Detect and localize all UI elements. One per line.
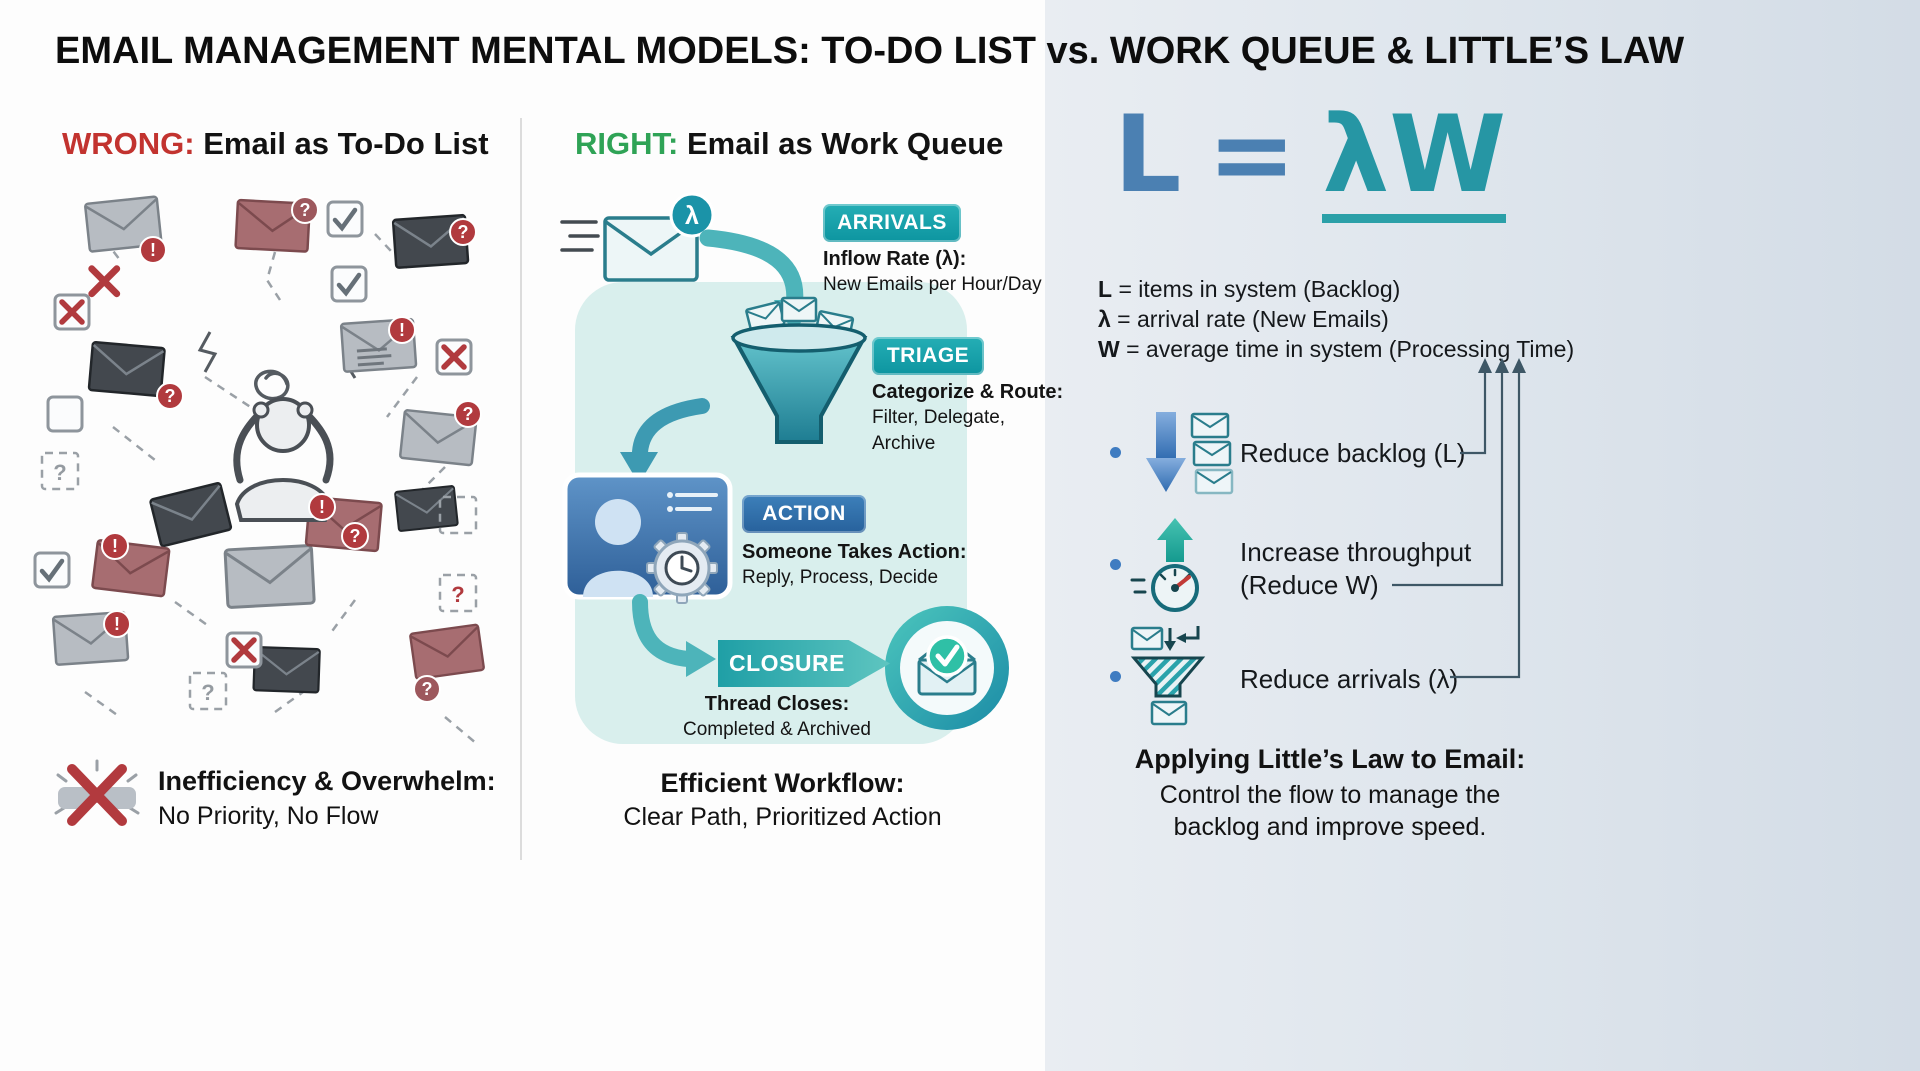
wrong-label: WRONG:	[62, 126, 195, 161]
reduce-backlog-icon	[1146, 412, 1234, 495]
littles-law-panel-background	[1045, 0, 1920, 1071]
zigzag-marks	[197, 331, 362, 379]
closure-text: Thread Closes: Completed & Archived	[683, 693, 871, 740]
chaos-illustration: ? ? ? ! ! ! ! !	[33, 195, 486, 745]
svg-text:?: ?	[53, 460, 66, 485]
definition-W: W = average time in system (Processing T…	[1098, 336, 1575, 362]
lambda-badge-icon	[669, 192, 715, 238]
checkbox-rejected-icon	[225, 631, 263, 669]
law-footer-line2: backlog and improve speed.	[1173, 813, 1487, 841]
law-footer-bold: Applying Little’s Law to Email:	[1134, 744, 1526, 774]
checkbox-checked-icon	[330, 265, 368, 303]
gear-clock-icon	[646, 532, 718, 604]
law-footer-line1: Control the flow to manage the	[1159, 781, 1501, 809]
lever-reduce-backlog: Reduce backlog (L)	[1240, 438, 1466, 468]
svg-text:!: !	[150, 240, 156, 260]
feedback-arrows-icon	[1392, 358, 1526, 679]
dashed-box-question-icon: ?	[40, 451, 80, 491]
triage-funnel-icon	[730, 296, 868, 444]
formula-L: L	[1113, 93, 1182, 216]
law-definitions: L = items in system (Backlog) λ = arriva…	[1098, 274, 1574, 364]
action-text: Someone Takes Action: Reply, Process, De…	[742, 541, 967, 588]
wrong-heading: WRONG: Email as To-Do List	[62, 126, 489, 162]
envelope-icon	[148, 481, 233, 548]
checkbox-checked-icon	[326, 200, 364, 238]
dashed-box-question-icon: ?	[438, 573, 478, 613]
incoming-email-icon: λ	[560, 192, 715, 282]
formula-equals: =	[1207, 93, 1297, 216]
broken-flow-icon	[54, 759, 140, 826]
envelope-list-icon	[339, 317, 418, 374]
definition-lambda: λ = arrival rate (New Emails)	[1098, 306, 1389, 332]
closure-email-icon	[885, 606, 1009, 730]
svg-text:λ: λ	[685, 202, 699, 230]
queue-footer: Efficient Workflow: Clear Path, Prioriti…	[520, 768, 1045, 832]
increase-throughput-icon	[1130, 518, 1199, 612]
bullet-icon	[1110, 447, 1121, 458]
svg-text:?: ?	[165, 386, 176, 406]
dashed-box-question-icon: ?	[188, 671, 228, 711]
svg-text:?: ?	[350, 526, 361, 546]
svg-text:!: !	[399, 320, 405, 340]
right-label: RIGHT:	[575, 126, 679, 161]
triage-text: Categorize & Route: Filter, Delegate, Ar…	[872, 381, 1064, 454]
wrong-footer: Inefficiency & Overwhelm: No Priority, N…	[158, 766, 496, 831]
wrong-footer-bold: Inefficiency & Overwhelm:	[158, 766, 496, 796]
arrow-action-icon	[632, 594, 716, 677]
svg-text:?: ?	[463, 404, 474, 424]
envelope-icon	[223, 543, 316, 610]
reduce-arrivals-icon	[1130, 626, 1206, 726]
arrivals-text: Inflow Rate (λ): New Emails per Hour/Day	[823, 248, 1042, 295]
lever-reduce-arrivals: Reduce arrivals (λ)	[1240, 664, 1459, 694]
bullet-icon	[1110, 671, 1121, 682]
page-title: EMAIL MANAGEMENT MENTAL MODELS: TO-DO LI…	[55, 30, 1685, 72]
alert-icon: ! ! ! ! !	[101, 236, 416, 638]
action-person-icon	[562, 472, 733, 604]
right-heading: RIGHT: Email as Work Queue	[575, 126, 1003, 162]
law-footer: Applying Little’s Law to Email: Control …	[1085, 744, 1575, 843]
action-badge: ACTION	[742, 495, 866, 533]
littles-law-formula: L = λW	[1105, 102, 1515, 223]
stressed-person-icon	[233, 369, 334, 522]
panel-divider	[520, 118, 522, 860]
x-mark-icon	[92, 269, 117, 294]
checkbox-checked-icon	[33, 551, 71, 589]
svg-text:?: ?	[451, 582, 464, 607]
arrow-triage-icon	[620, 398, 710, 484]
envelope-icon	[252, 645, 321, 694]
definition-L: L = items in system (Backlog)	[1098, 276, 1401, 302]
dashed-box-icon	[438, 495, 478, 535]
svg-text:!: !	[114, 614, 120, 634]
question-icon: ? ? ? ? ? ?	[156, 196, 482, 703]
svg-text:?: ?	[300, 200, 311, 220]
svg-text:?: ?	[422, 679, 433, 699]
bullet-icon	[1110, 559, 1121, 570]
queue-footer-bold: Efficient Workflow:	[660, 768, 905, 798]
closure-badge: CLOSURE	[718, 640, 890, 687]
svg-text:!: !	[112, 536, 118, 556]
checkbox-rejected-icon	[53, 293, 91, 331]
right-heading-text: Email as Work Queue	[686, 126, 1004, 161]
svg-text:?: ?	[201, 680, 214, 705]
checkbox-rejected-icon	[435, 338, 473, 376]
queue-footer-text: Clear Path, Prioritized Action	[623, 803, 942, 831]
envelope-icon	[393, 484, 459, 533]
svg-text:?: ?	[458, 222, 469, 242]
lever-increase-throughput: Increase throughput (Reduce W)	[1240, 537, 1472, 600]
arrivals-badge: ARRIVALS	[823, 204, 961, 242]
envelope-icon	[87, 340, 166, 398]
checkbox-empty-icon	[46, 395, 84, 433]
wrong-heading-text: Email as To-Do List	[203, 126, 489, 161]
wrong-footer-text: No Priority, No Flow	[158, 802, 379, 830]
envelope-icon	[408, 623, 486, 681]
svg-text:!: !	[319, 497, 325, 517]
triage-badge: TRIAGE	[872, 337, 984, 375]
formula-lambdaW: λW	[1322, 102, 1507, 223]
